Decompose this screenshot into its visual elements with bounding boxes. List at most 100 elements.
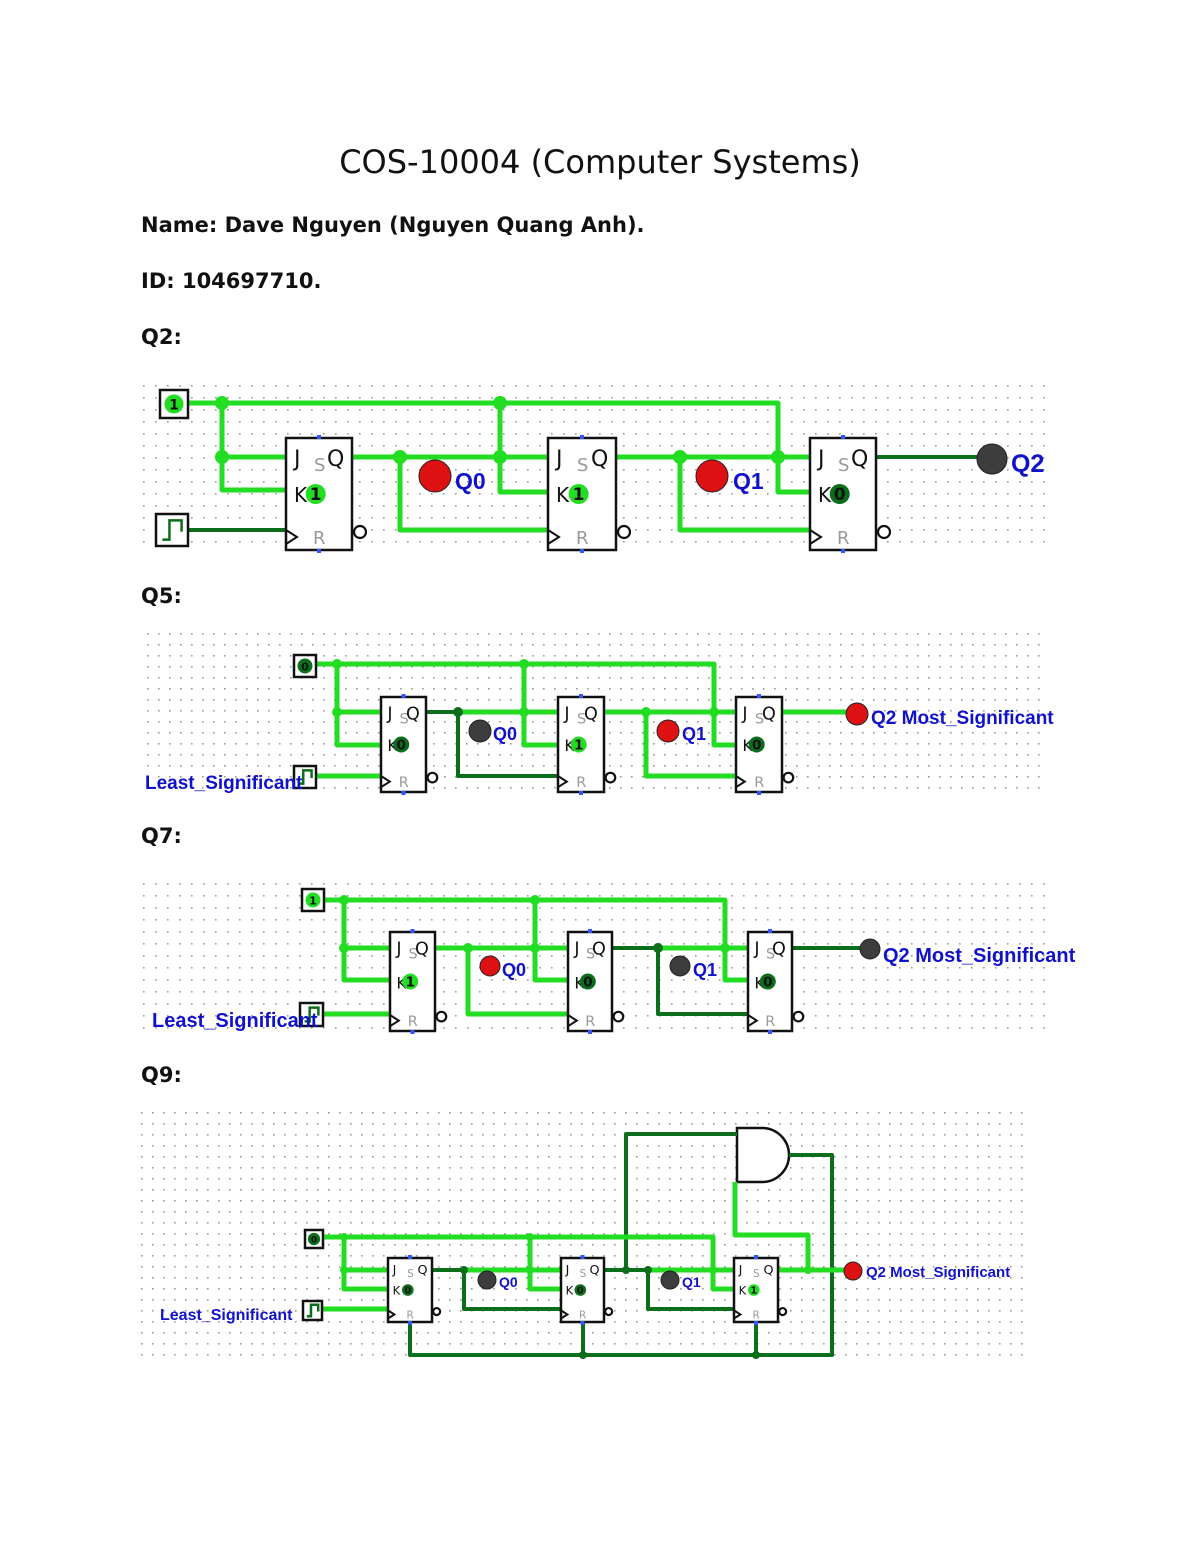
grid-dot: [287, 907, 289, 909]
grid-dot: [752, 688, 754, 690]
grid-dot: [695, 541, 697, 543]
grid-dot: [493, 1156, 495, 1158]
grid-dot: [1038, 677, 1040, 679]
grid-dot: [218, 1112, 220, 1114]
grid-dot: [455, 421, 457, 423]
grid-dot: [707, 517, 709, 519]
grid-dot: [680, 1189, 682, 1191]
grid-dot: [653, 688, 655, 690]
grid-dot: [823, 1123, 825, 1125]
grid-dot: [539, 469, 541, 471]
grid-dot: [482, 1156, 484, 1158]
grid-dot: [1016, 633, 1018, 635]
grid-dot: [815, 931, 817, 933]
grid-dot: [471, 1156, 473, 1158]
grid-dot: [191, 1027, 193, 1029]
grid-dot: [345, 677, 347, 679]
grid-dot: [851, 1027, 853, 1029]
grid-dot: [251, 919, 253, 921]
grid-dot: [743, 883, 745, 885]
grid-dot: [671, 409, 673, 411]
grid-dot: [229, 1134, 231, 1136]
grid-dot: [959, 895, 961, 897]
grid-dot: [218, 1189, 220, 1191]
grid-dot: [767, 493, 769, 495]
grid-dot: [983, 421, 985, 423]
grid-dot: [829, 787, 831, 789]
grid-dot: [707, 505, 709, 507]
grid-dot: [659, 469, 661, 471]
grid-dot: [191, 776, 193, 778]
grid-dot: [702, 1222, 704, 1224]
grid-dot: [548, 1244, 550, 1246]
grid-dot: [510, 633, 512, 635]
grid-dot: [411, 688, 413, 690]
grid-dot: [878, 1145, 880, 1147]
grid-dot: [543, 655, 545, 657]
grid-dot: [1038, 754, 1040, 756]
grid-dot: [955, 1255, 957, 1257]
grid-dot: [143, 895, 145, 897]
grid-dot: [906, 688, 908, 690]
grid-dot: [636, 1211, 638, 1213]
grid-dot: [466, 666, 468, 668]
grid-dot: [174, 1123, 176, 1125]
grid-dot: [235, 787, 237, 789]
grid-dot: [422, 655, 424, 657]
grid-dot: [801, 1288, 803, 1290]
grid-dot: [653, 721, 655, 723]
grid-dot: [671, 895, 673, 897]
grid-dot: [863, 397, 865, 399]
grid-dot: [515, 1145, 517, 1147]
grid-dot: [917, 710, 919, 712]
grid-dot: [203, 421, 205, 423]
grid-dot: [875, 919, 877, 921]
grid-dot: [917, 655, 919, 657]
grid-dot: [240, 1299, 242, 1301]
grid-dot: [367, 655, 369, 657]
grid-dot: [218, 1222, 220, 1224]
grid-dot: [167, 955, 169, 957]
grid-dot: [229, 1222, 231, 1224]
grid-dot: [845, 1145, 847, 1147]
grid-dot: [971, 469, 973, 471]
grid-dot: [295, 1277, 297, 1279]
wire: [532, 948, 568, 983]
grid-dot: [994, 633, 996, 635]
grid-dot: [587, 677, 589, 679]
grid-dot: [623, 895, 625, 897]
grid-dot: [431, 445, 433, 447]
grid-dot: [460, 1123, 462, 1125]
grid-dot: [347, 409, 349, 411]
grid-dot: [576, 644, 578, 646]
grid-dot: [372, 1266, 374, 1268]
pin-j: J: [816, 447, 825, 472]
grid-dot: [224, 721, 226, 723]
grid-dot: [515, 481, 517, 483]
grid-dot: [1019, 469, 1021, 471]
grid-dot: [444, 699, 446, 701]
grid-dot: [235, 644, 237, 646]
grid-dot: [955, 1200, 957, 1202]
grid-dot: [928, 633, 930, 635]
grid-dot: [532, 732, 534, 734]
grid-dot: [491, 895, 493, 897]
grid-dot: [239, 883, 241, 885]
heading-q5: Q5:: [141, 584, 182, 608]
grid-dot: [224, 666, 226, 668]
grid-dot: [372, 1244, 374, 1246]
grid-dot: [411, 666, 413, 668]
grid-dot: [977, 1288, 979, 1290]
grid-dot: [224, 677, 226, 679]
pin-marker: [401, 791, 406, 795]
grid-dot: [889, 1233, 891, 1235]
grid-dot: [224, 787, 226, 789]
grid-dot: [515, 1277, 517, 1279]
grid-dot: [416, 1189, 418, 1191]
grid-dot: [169, 644, 171, 646]
grid-dot: [669, 1233, 671, 1235]
grid-dot: [372, 1233, 374, 1235]
grid-dot: [257, 776, 259, 778]
grid-dot: [152, 1310, 154, 1312]
grid-dot: [174, 1167, 176, 1169]
